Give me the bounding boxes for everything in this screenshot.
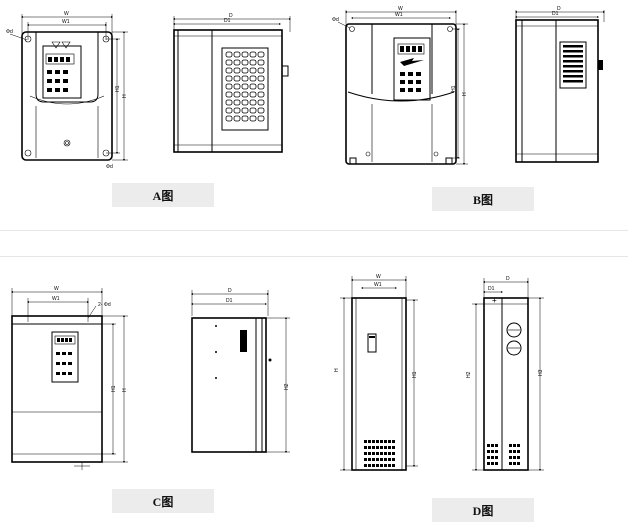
- dim-hole-a: Φd: [6, 29, 13, 35]
- dim-d1-d: D1: [488, 286, 495, 292]
- view-b-side: D D1: [515, 6, 605, 163]
- dim-h-b: H: [462, 92, 468, 96]
- caption-figure-a: A图: [112, 183, 214, 207]
- dim-w1-c: W1: [52, 296, 60, 302]
- dim-w1-d: W1: [374, 282, 382, 288]
- dim-h2-d: H2: [466, 371, 472, 378]
- dim-hole-b: Φd: [332, 17, 339, 23]
- view-b-front: W W1 Φd: [332, 6, 468, 165]
- dim-hole-c: 2- Φd: [98, 302, 111, 308]
- view-c-side: D D1 H2: [191, 288, 290, 453]
- dim-h3-d: H3: [538, 369, 544, 376]
- dim-h-d: H: [334, 368, 340, 372]
- dim-d-d: D: [506, 276, 510, 282]
- dim-h1-b: H1: [451, 85, 457, 92]
- dim-w-c: W: [54, 286, 59, 292]
- dim-w-b: W: [398, 6, 403, 12]
- dim-h2-c: H2: [284, 383, 290, 390]
- dim-h1-a: H1: [115, 85, 121, 92]
- view-c-front: W W1 2- Φd H H: [11, 286, 128, 470]
- section-divider: [0, 230, 628, 231]
- view-a-side: D D1: [173, 13, 291, 153]
- caption-figure-c: C图: [112, 489, 214, 513]
- plus-marker-icon: +: [492, 296, 497, 305]
- dim-d1-c: D1: [226, 298, 233, 304]
- dim-d1-a: D1: [224, 18, 231, 24]
- dim-w1-b: W1: [395, 12, 403, 18]
- caption-figure-d: D图: [432, 498, 534, 522]
- caption-figure-b: B图: [432, 187, 534, 211]
- dim-d1-b: D1: [552, 11, 559, 17]
- dim-h-c: H: [122, 388, 128, 392]
- view-d-front: W W1 H H1: [334, 274, 418, 471]
- view-d-side: D D1 + H2: [466, 276, 544, 471]
- dim-hole-a-bottom: Φd: [106, 164, 113, 170]
- dim-d-a: D: [229, 13, 233, 19]
- dim-w: W: [64, 11, 69, 17]
- dim-h-a: H: [122, 94, 128, 98]
- dim-h1-c: H1: [111, 385, 117, 392]
- dim-h1-d: H1: [412, 371, 418, 378]
- dim-w-d: W: [376, 274, 381, 280]
- dim-d-b: D: [557, 6, 561, 12]
- dim-d-c: D: [228, 288, 232, 294]
- view-a-front: W W1 Φd: [6, 11, 128, 170]
- dim-w1: W1: [62, 19, 70, 25]
- section-divider: [0, 256, 628, 257]
